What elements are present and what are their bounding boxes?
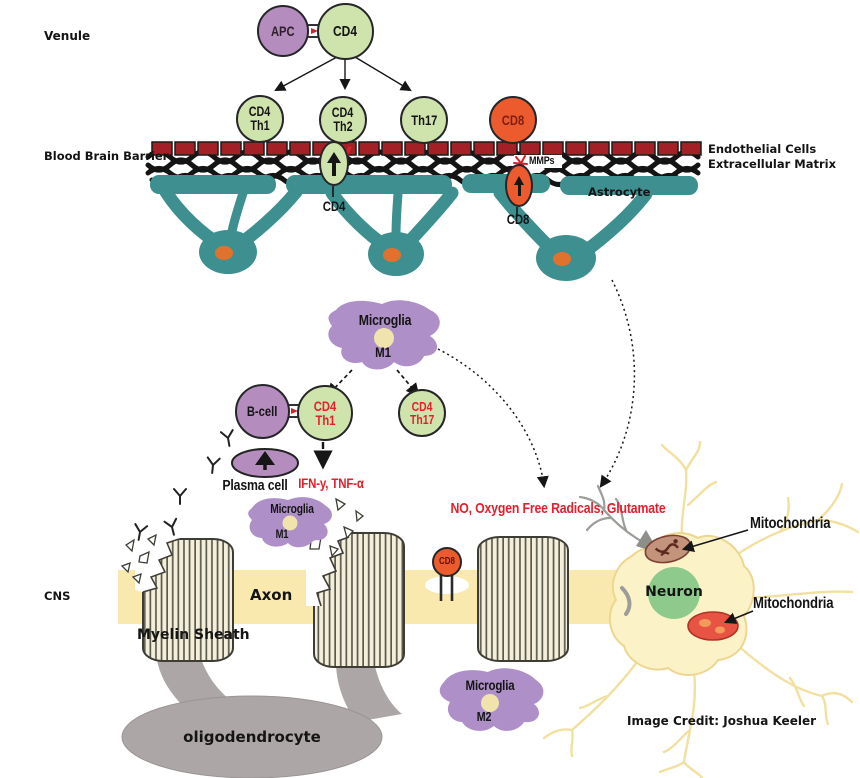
cd8-transmigrating-label: CD8 <box>506 211 530 227</box>
cd8-attack-site <box>425 574 469 601</box>
up-arrow-icon <box>327 151 341 163</box>
mitochondria-healthy-label: Mitochondria <box>750 515 831 532</box>
ifn-tnf-label: IFN-y, TNF-α <box>298 475 364 491</box>
cns-label: CNS <box>44 589 71 603</box>
cd8-cell: CD8 <box>489 96 537 144</box>
cd4-th2-cell: CD4 Th2 <box>319 96 367 144</box>
myelin-sheaths <box>142 532 569 668</box>
mmps-label: MMPs <box>529 155 555 167</box>
endothelial-cells-label: Endothelial Cells <box>708 142 817 156</box>
th17-label: Th17 <box>410 111 438 128</box>
up-arrow-icon <box>514 175 524 185</box>
neuron-label: Neuron <box>645 584 703 600</box>
up-arrow-stem <box>332 162 336 176</box>
cd4-label: CD4 <box>333 22 358 40</box>
cd8-label: CD8 <box>501 111 525 128</box>
cd4-th17-effector-line1: CD4 <box>411 398 433 414</box>
myelin-damage-1 <box>120 528 186 593</box>
apc-cell: APC <box>257 5 309 57</box>
th17-cell: Th17 <box>400 96 448 144</box>
myelin-sheath-label: Myelin Sheath <box>137 627 250 643</box>
m1-label: M1 <box>375 344 391 360</box>
astrocyte-nuclei <box>215 246 571 266</box>
m2-label: M2 <box>476 709 492 724</box>
cd4-th1-effector-line1: CD4 <box>313 397 337 414</box>
venule-label: Venule <box>44 29 91 43</box>
cd4-th1-effector-cell: CD4 Th1 <box>297 385 353 441</box>
cd4-th17-effector-line2: Th17 <box>409 412 435 427</box>
mitochondria-damaged-label: Mitochondria <box>753 595 834 612</box>
microglia-m1-label: Microglia <box>358 312 412 329</box>
mitochondrion-healthy <box>644 534 692 564</box>
up-arrow-stem <box>517 184 521 196</box>
no-radicals-label: NO, Oxygen Free Radicals, Glutamate <box>450 500 666 517</box>
cd4-th17-effector-cell: CD4 Th17 <box>398 389 446 437</box>
astrocyte-bodies <box>199 230 596 281</box>
oligodendrocyte-label: oligodendrocyte <box>183 728 321 746</box>
toxic-mediator-arrows <box>437 279 636 489</box>
cd4-th2-line1: CD4 <box>332 105 354 121</box>
cd4-th1-cell: CD4 Th1 <box>236 95 284 143</box>
cd4-th1-line1: CD4 <box>249 104 271 120</box>
microglia-m2-label: Microglia <box>465 677 515 693</box>
label-pointer-lines <box>332 186 518 217</box>
mitochondria-pointer-arrows <box>681 529 754 624</box>
cd4-th2-line2: Th2 <box>333 119 353 134</box>
b-cell: B-cell <box>235 384 290 439</box>
blood-brain-barrier-label: Blood Brain Barrier <box>44 149 169 163</box>
microglia-m1-small-nucleus <box>282 515 298 531</box>
neuron-nucleus <box>648 567 700 619</box>
differentiation-arrows <box>274 56 412 92</box>
extracellular-matrix-label: Extracellular Matrix <box>708 157 836 171</box>
cd4-transmigrating-label: CD4 <box>322 198 346 214</box>
cd4-th1-line2: Th1 <box>250 118 270 133</box>
cd4-cell: CD4 <box>317 3 374 60</box>
plasma-cell-label: Plasma cell <box>222 477 288 494</box>
astrocyte-label: Astrocyte <box>588 185 651 199</box>
microglia-m2-nucleus <box>481 694 499 712</box>
cd8-attacking-label: CD8 <box>438 555 455 567</box>
mitochondrion-damaged <box>687 611 739 641</box>
cd4-th1-effector-line2: Th1 <box>315 412 335 428</box>
microglia-m1-small-label: Microglia <box>270 502 314 516</box>
cd4-transmigrating-cell <box>319 141 349 186</box>
b-cell-label: B-cell <box>247 403 278 420</box>
axon-label: Axon <box>250 586 293 604</box>
oligodendrocyte-body <box>121 648 402 778</box>
image-credit: Image Credit: Joshua Keeler <box>627 714 816 728</box>
plasma-cell-body <box>231 448 299 478</box>
apc-label: APC <box>271 22 295 39</box>
cd8-attacking-cell: CD8 <box>432 547 462 577</box>
m1-small-label: M1 <box>275 529 289 541</box>
neuron-dendrites <box>542 440 860 778</box>
cd8-transmigrating-cell <box>505 164 533 207</box>
microglia-m1-nucleus <box>374 328 394 348</box>
